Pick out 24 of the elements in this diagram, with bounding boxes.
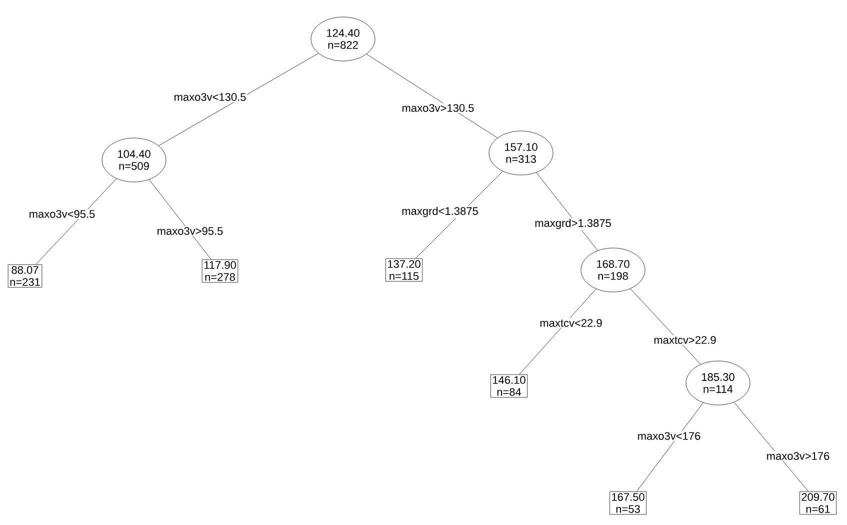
leaf-box: 137.20 n=115 [385, 258, 423, 282]
edge-label: maxo3v>176 [765, 451, 831, 461]
edge-label: maxo3v<95.5 [28, 209, 96, 219]
leaf-box: 167.50 n=53 [609, 491, 647, 515]
branch-line [148, 179, 212, 260]
branch-line [636, 402, 704, 492]
edge-label: maxo3v<176 [636, 431, 702, 441]
branch-line [366, 54, 498, 138]
edge-label: maxtcv<22.9 [538, 318, 604, 328]
branch-line [734, 402, 809, 492]
branch-line [36, 178, 117, 265]
edge-label: maxtcv>22.9 [652, 335, 718, 345]
edge-label: maxo3v<130.5 [172, 92, 248, 102]
leaf-box: 209.70 n=61 [799, 491, 837, 515]
edge-label: maxo3v>130.5 [400, 103, 476, 113]
branch-line [519, 288, 596, 375]
branch-line [630, 288, 701, 364]
edge-label: maxo3v>95.5 [156, 226, 224, 236]
edge-label: maxgrd<1.3875 [400, 206, 480, 218]
leaf-box: 117.90 n=278 [202, 259, 238, 283]
branch-line [158, 53, 319, 146]
edge-label: maxgrd>1.3875 [534, 218, 612, 230]
leaf-box: 88.07 n=231 [8, 264, 42, 288]
leaf-box: 146.10 n=84 [490, 374, 528, 398]
